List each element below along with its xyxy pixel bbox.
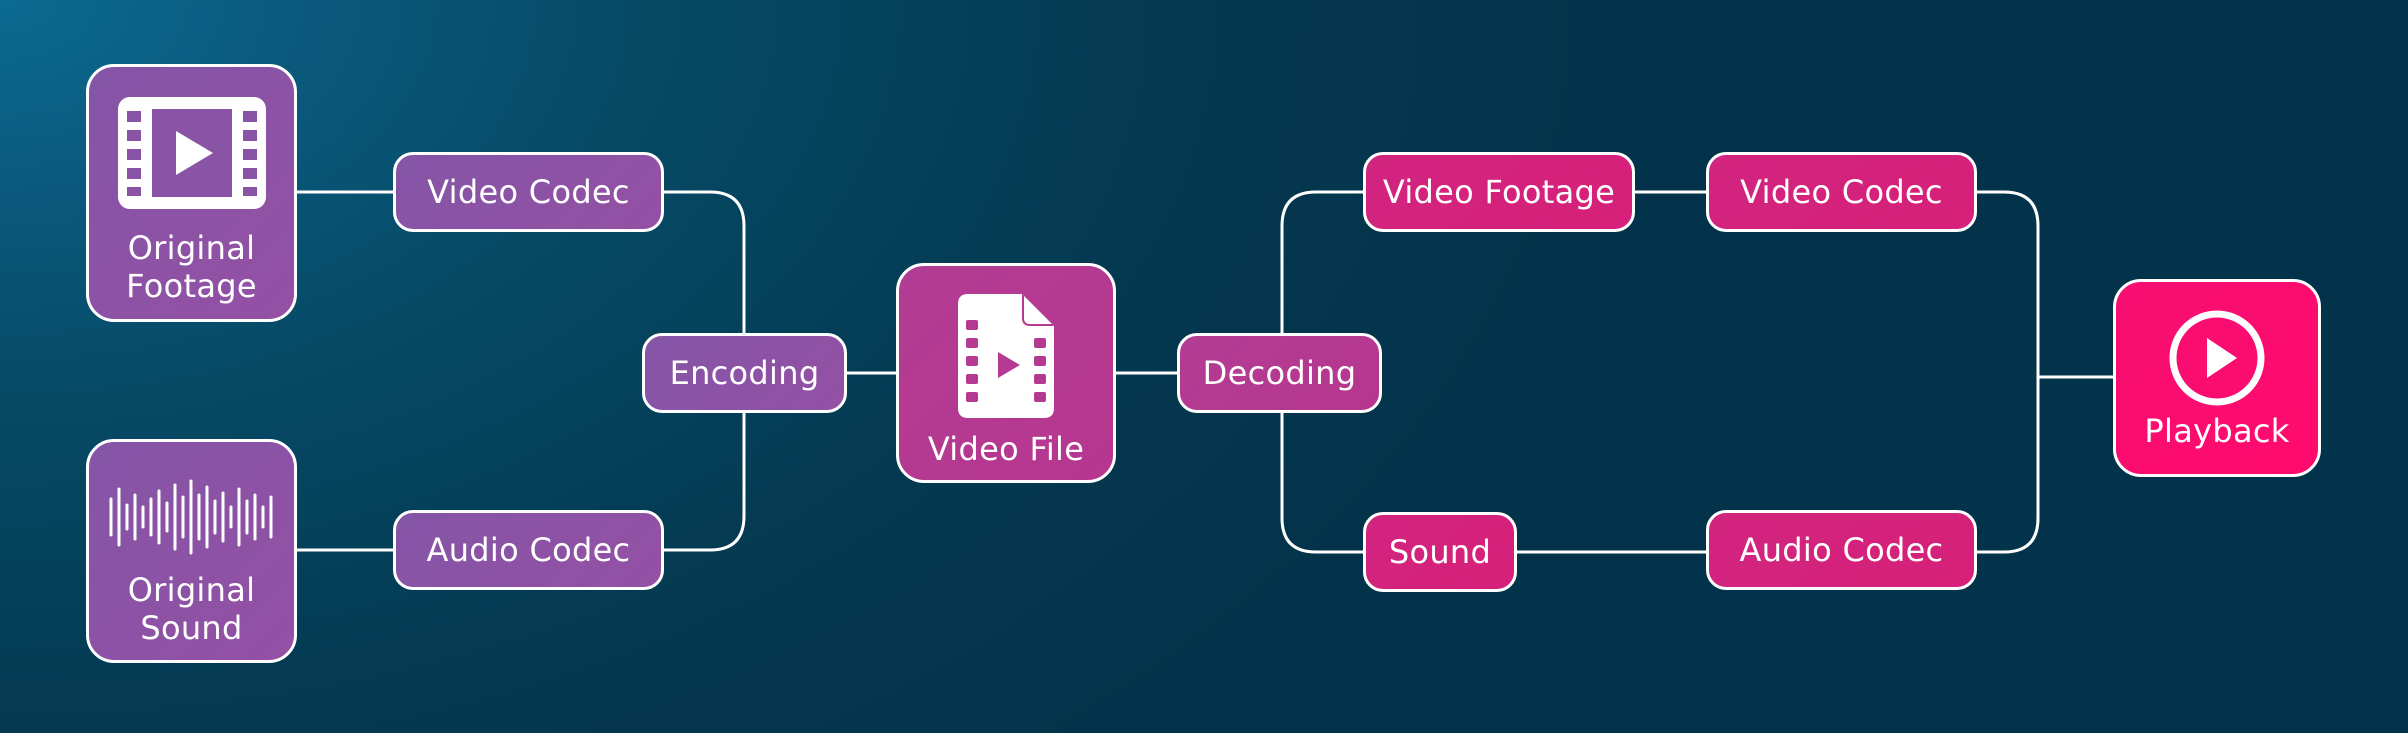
video-file-label: Video File [927,430,1085,468]
original-footage-label: Original Footage [126,229,257,305]
audio-codec-in-node: Audio Codec [393,510,664,590]
edge-decoding-to-sound [1280,412,1365,554]
original-footage-node: Original Footage [86,64,297,322]
audio-codec-out-node: Audio Codec [1706,510,1977,590]
sound-node: Sound [1363,512,1517,592]
video-file-icon [958,294,1054,418]
edge-video-codec-to-encoding [661,190,746,334]
edge-video-codec-to-playback [1975,190,2040,554]
original-sound-node: Original Sound [86,439,297,663]
decoding-node: Decoding [1177,333,1382,413]
edge-decoding-to-video-footage [1280,190,1365,334]
video-file-node: Video File [896,263,1116,483]
video-codec-out-node: Video Codec [1706,152,1977,232]
encoding-node: Encoding [642,333,847,413]
play-circle-icon [2169,310,2265,406]
edge-audio-codec-to-encoding [661,412,746,552]
video-footage-node: Video Footage [1363,152,1635,232]
playback-label: Playback [2144,412,2290,450]
original-sound-label: Original Sound [127,571,256,647]
playback-node: Playback [2113,279,2321,477]
sound-wave-icon [109,479,272,555]
video-codec-in-node: Video Codec [393,152,664,232]
film-strip-play-icon [117,97,266,209]
